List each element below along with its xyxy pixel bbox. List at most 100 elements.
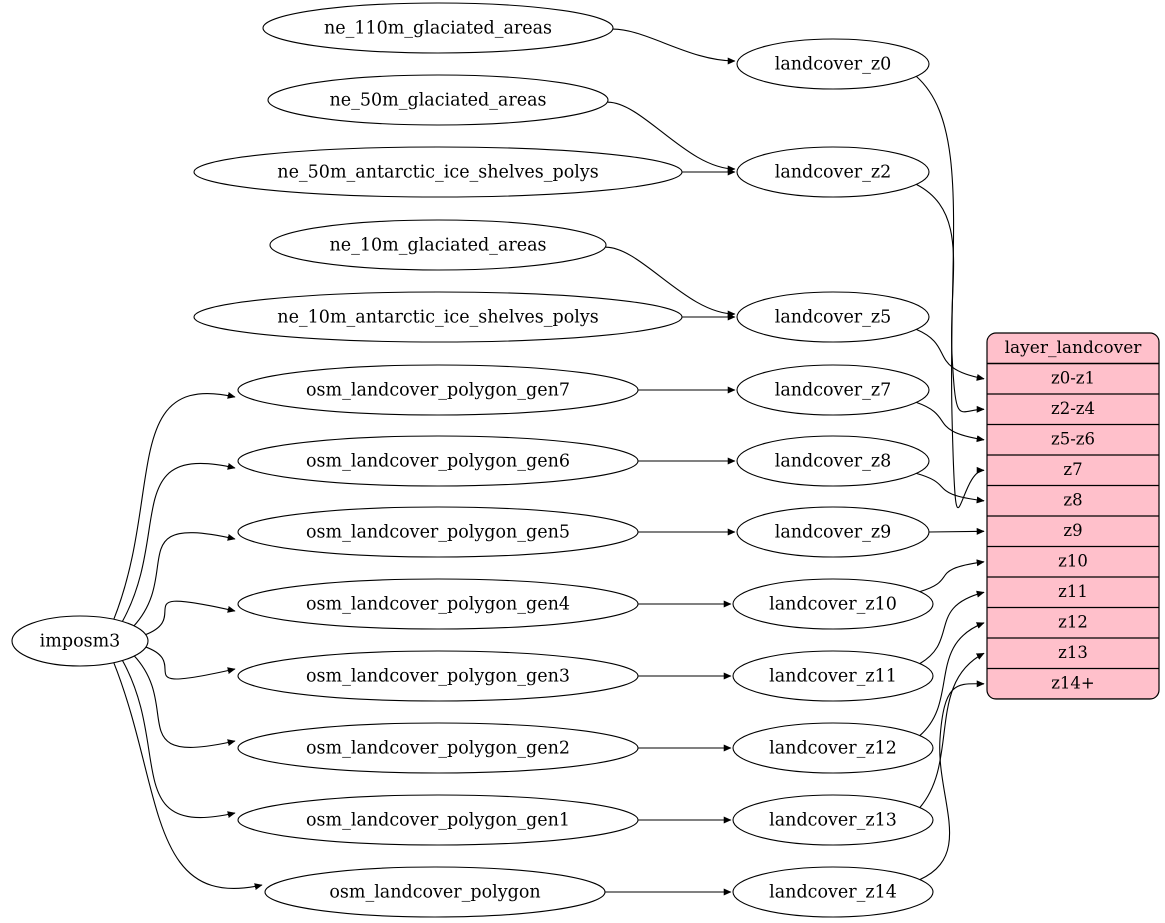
node-ellipse	[237, 578, 639, 630]
node-ellipse	[264, 866, 606, 918]
edge	[919, 590, 985, 665]
node-label: landcover_z8	[775, 452, 892, 472]
edge	[919, 680, 985, 881]
node-lz10[interactable]: landcover_z10	[732, 578, 934, 630]
node-ellipse	[736, 364, 930, 416]
node-label: osm_landcover_polygon_gen7	[306, 381, 570, 401]
node-label: landcover_z13	[769, 811, 897, 831]
node-label: landcover_z12	[769, 739, 897, 759]
table-row-z14+[interactable]: z14+	[1051, 673, 1095, 692]
table-layer: layer_landcover z0-z1 z2-z4 z5-z6 z7 z8 z9 z10 z…	[986, 332, 1160, 700]
node-ellipse	[732, 866, 934, 918]
node-lz7[interactable]: landcover_z7	[736, 364, 930, 416]
node-ne10a[interactable]: ne_10m_antarctic_ice_shelves_polys	[193, 291, 683, 343]
node-label: osm_landcover_polygon_gen4	[306, 595, 570, 615]
node-imposm3[interactable]: imposm3	[11, 615, 149, 667]
node-ellipse	[193, 146, 683, 198]
node-label: landcover_z2	[775, 163, 892, 183]
table-row-z9[interactable]: z9	[1063, 521, 1082, 540]
table-row-z10[interactable]: z10	[1058, 551, 1088, 570]
node-ellipse	[262, 2, 614, 54]
table-row-z0-z1[interactable]: z0-z1	[1051, 368, 1095, 387]
node-label: landcover_z14	[769, 883, 897, 903]
node-label: landcover_z9	[775, 523, 892, 543]
edge	[121, 659, 236, 819]
node-osm0[interactable]: osm_landcover_polygon	[264, 866, 606, 918]
node-label: imposm3	[40, 632, 121, 652]
edge	[144, 646, 236, 680]
node-lz8[interactable]: landcover_z8	[736, 435, 930, 487]
node-ellipse	[237, 650, 639, 702]
edge	[144, 600, 236, 636]
node-label: landcover_z5	[775, 308, 892, 328]
edge	[915, 75, 985, 509]
node-label: osm_landcover_polygon_gen2	[306, 739, 570, 759]
edge	[605, 246, 736, 318]
node-ellipse	[237, 506, 639, 558]
table-header-label: layer_landcover	[1005, 338, 1143, 358]
node-osm7[interactable]: osm_landcover_polygon_gen7	[237, 364, 639, 416]
node-ellipse	[732, 794, 934, 846]
node-ellipse	[736, 291, 930, 343]
edge	[113, 661, 263, 890]
node-osm5[interactable]: osm_landcover_polygon_gen5	[237, 506, 639, 558]
node-layer: imposm3 ne_110m_glaciated_areas ne_50m_gla…	[11, 2, 934, 918]
layer-landcover-table: layer_landcover z0-z1 z2-z4 z5-z6 z7 z8 z9 z10 z…	[986, 332, 1160, 700]
node-ellipse	[736, 506, 930, 558]
node-label: osm_landcover_polygon	[329, 883, 540, 903]
node-lz12[interactable]: landcover_z12	[732, 722, 934, 774]
edge	[919, 622, 985, 737]
table-row-z8[interactable]: z8	[1063, 490, 1082, 509]
node-osm6[interactable]: osm_landcover_polygon_gen6	[237, 435, 639, 487]
node-lz0[interactable]: landcover_z0	[736, 38, 930, 90]
node-lz9[interactable]: landcover_z9	[736, 506, 930, 558]
table-row-z12[interactable]: z12	[1058, 612, 1088, 631]
edge	[916, 183, 985, 413]
node-label: ne_50m_glaciated_areas	[330, 91, 547, 111]
table-row-z2-z4[interactable]: z2-z4	[1051, 399, 1095, 418]
edge	[919, 652, 985, 808]
node-osm4[interactable]: osm_landcover_polygon_gen4	[237, 578, 639, 630]
edge	[121, 462, 236, 623]
node-ellipse	[732, 722, 934, 774]
node-label: ne_10m_antarctic_ice_shelves_polys	[277, 308, 598, 328]
node-lz13[interactable]: landcover_z13	[732, 794, 934, 846]
edge	[916, 328, 985, 381]
node-label: landcover_z11	[769, 667, 897, 687]
edge-layer	[113, 28, 985, 896]
node-ne110g[interactable]: ne_110m_glaciated_areas	[262, 2, 614, 54]
node-ellipse	[732, 650, 934, 702]
node-ellipse	[237, 435, 639, 487]
node-osm2[interactable]: osm_landcover_polygon_gen2	[237, 722, 639, 774]
node-ellipse	[237, 794, 639, 846]
node-osm3[interactable]: osm_landcover_polygon_gen3	[237, 650, 639, 702]
edge	[916, 401, 985, 443]
node-label: osm_landcover_polygon_gen3	[306, 667, 570, 687]
node-label: osm_landcover_polygon_gen6	[306, 452, 570, 472]
node-label: osm_landcover_polygon_gen5	[306, 523, 570, 543]
edge	[133, 532, 236, 627]
node-label: ne_50m_antarctic_ice_shelves_polys	[277, 163, 598, 183]
node-ne50g[interactable]: ne_50m_glaciated_areas	[267, 74, 609, 126]
node-ellipse	[269, 219, 607, 271]
node-label: osm_landcover_polygon_gen1	[306, 811, 570, 831]
table-row-z11[interactable]: z11	[1058, 582, 1088, 601]
node-ellipse	[237, 722, 639, 774]
edge	[919, 559, 985, 593]
node-lz14[interactable]: landcover_z14	[732, 866, 934, 918]
table-row-z13[interactable]: z13	[1058, 643, 1088, 662]
node-lz11[interactable]: landcover_z11	[732, 650, 934, 702]
edge	[133, 655, 236, 748]
node-label: landcover_z0	[775, 55, 892, 75]
edge	[113, 392, 236, 621]
node-osm1[interactable]: osm_landcover_polygon_gen1	[237, 794, 639, 846]
node-label: landcover_z10	[769, 595, 897, 615]
node-ne50a[interactable]: ne_50m_antarctic_ice_shelves_polys	[193, 146, 683, 198]
node-ellipse	[267, 74, 609, 126]
node-label: ne_110m_glaciated_areas	[324, 19, 552, 39]
table-row-z7[interactable]: z7	[1063, 460, 1082, 479]
node-lz2[interactable]: landcover_z2	[736, 146, 930, 198]
table-row-z5-z6[interactable]: z5-z6	[1051, 429, 1095, 448]
node-ne10g[interactable]: ne_10m_glaciated_areas	[269, 219, 607, 271]
node-lz5[interactable]: landcover_z5	[736, 291, 930, 343]
